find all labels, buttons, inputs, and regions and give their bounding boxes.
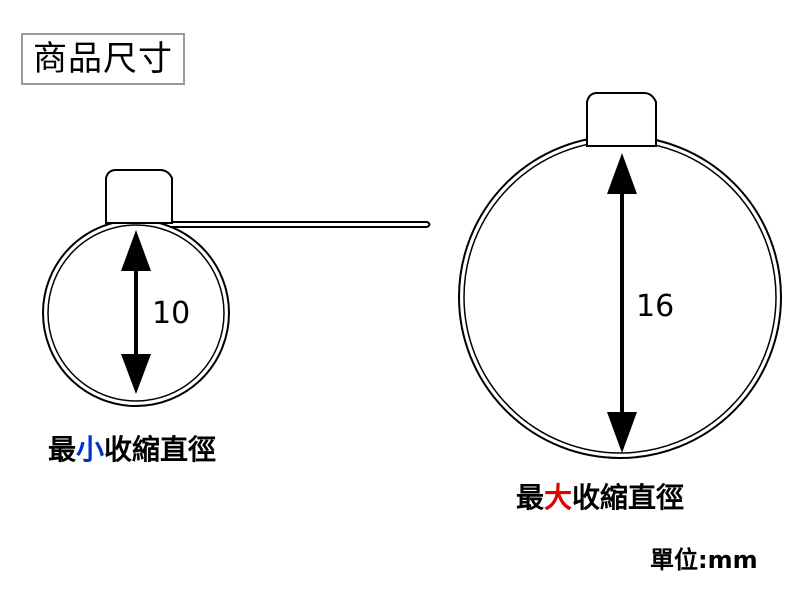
small-ring-inner — [47, 224, 225, 402]
min-caption-prefix: 最 — [48, 433, 77, 466]
min-caption-highlight: 小 — [76, 433, 105, 466]
max-caption-highlight: 大 — [544, 481, 573, 514]
small-diameter-arrow — [121, 230, 151, 394]
min-diameter-caption: 最小收縮直徑 — [48, 436, 216, 464]
max-caption-prefix: 最 — [516, 481, 545, 514]
large-ring: 16 — [458, 92, 782, 459]
small-ring-head — [105, 169, 173, 224]
large-diameter-arrow — [607, 153, 637, 453]
small-ring-tail — [170, 221, 431, 228]
small-ring: 10 — [42, 169, 431, 407]
max-diameter-caption: 最大收縮直徑 — [516, 484, 684, 512]
large-diameter-label: 16 — [636, 289, 674, 324]
min-caption-suffix: 收縮直徑 — [104, 433, 217, 466]
small-diameter-label: 10 — [152, 296, 190, 331]
large-ring-head — [586, 92, 657, 147]
max-caption-suffix: 收縮直徑 — [572, 481, 685, 514]
unit-label: 單位:mm — [650, 546, 758, 574]
page-title: 商品尺寸 — [21, 33, 185, 85]
